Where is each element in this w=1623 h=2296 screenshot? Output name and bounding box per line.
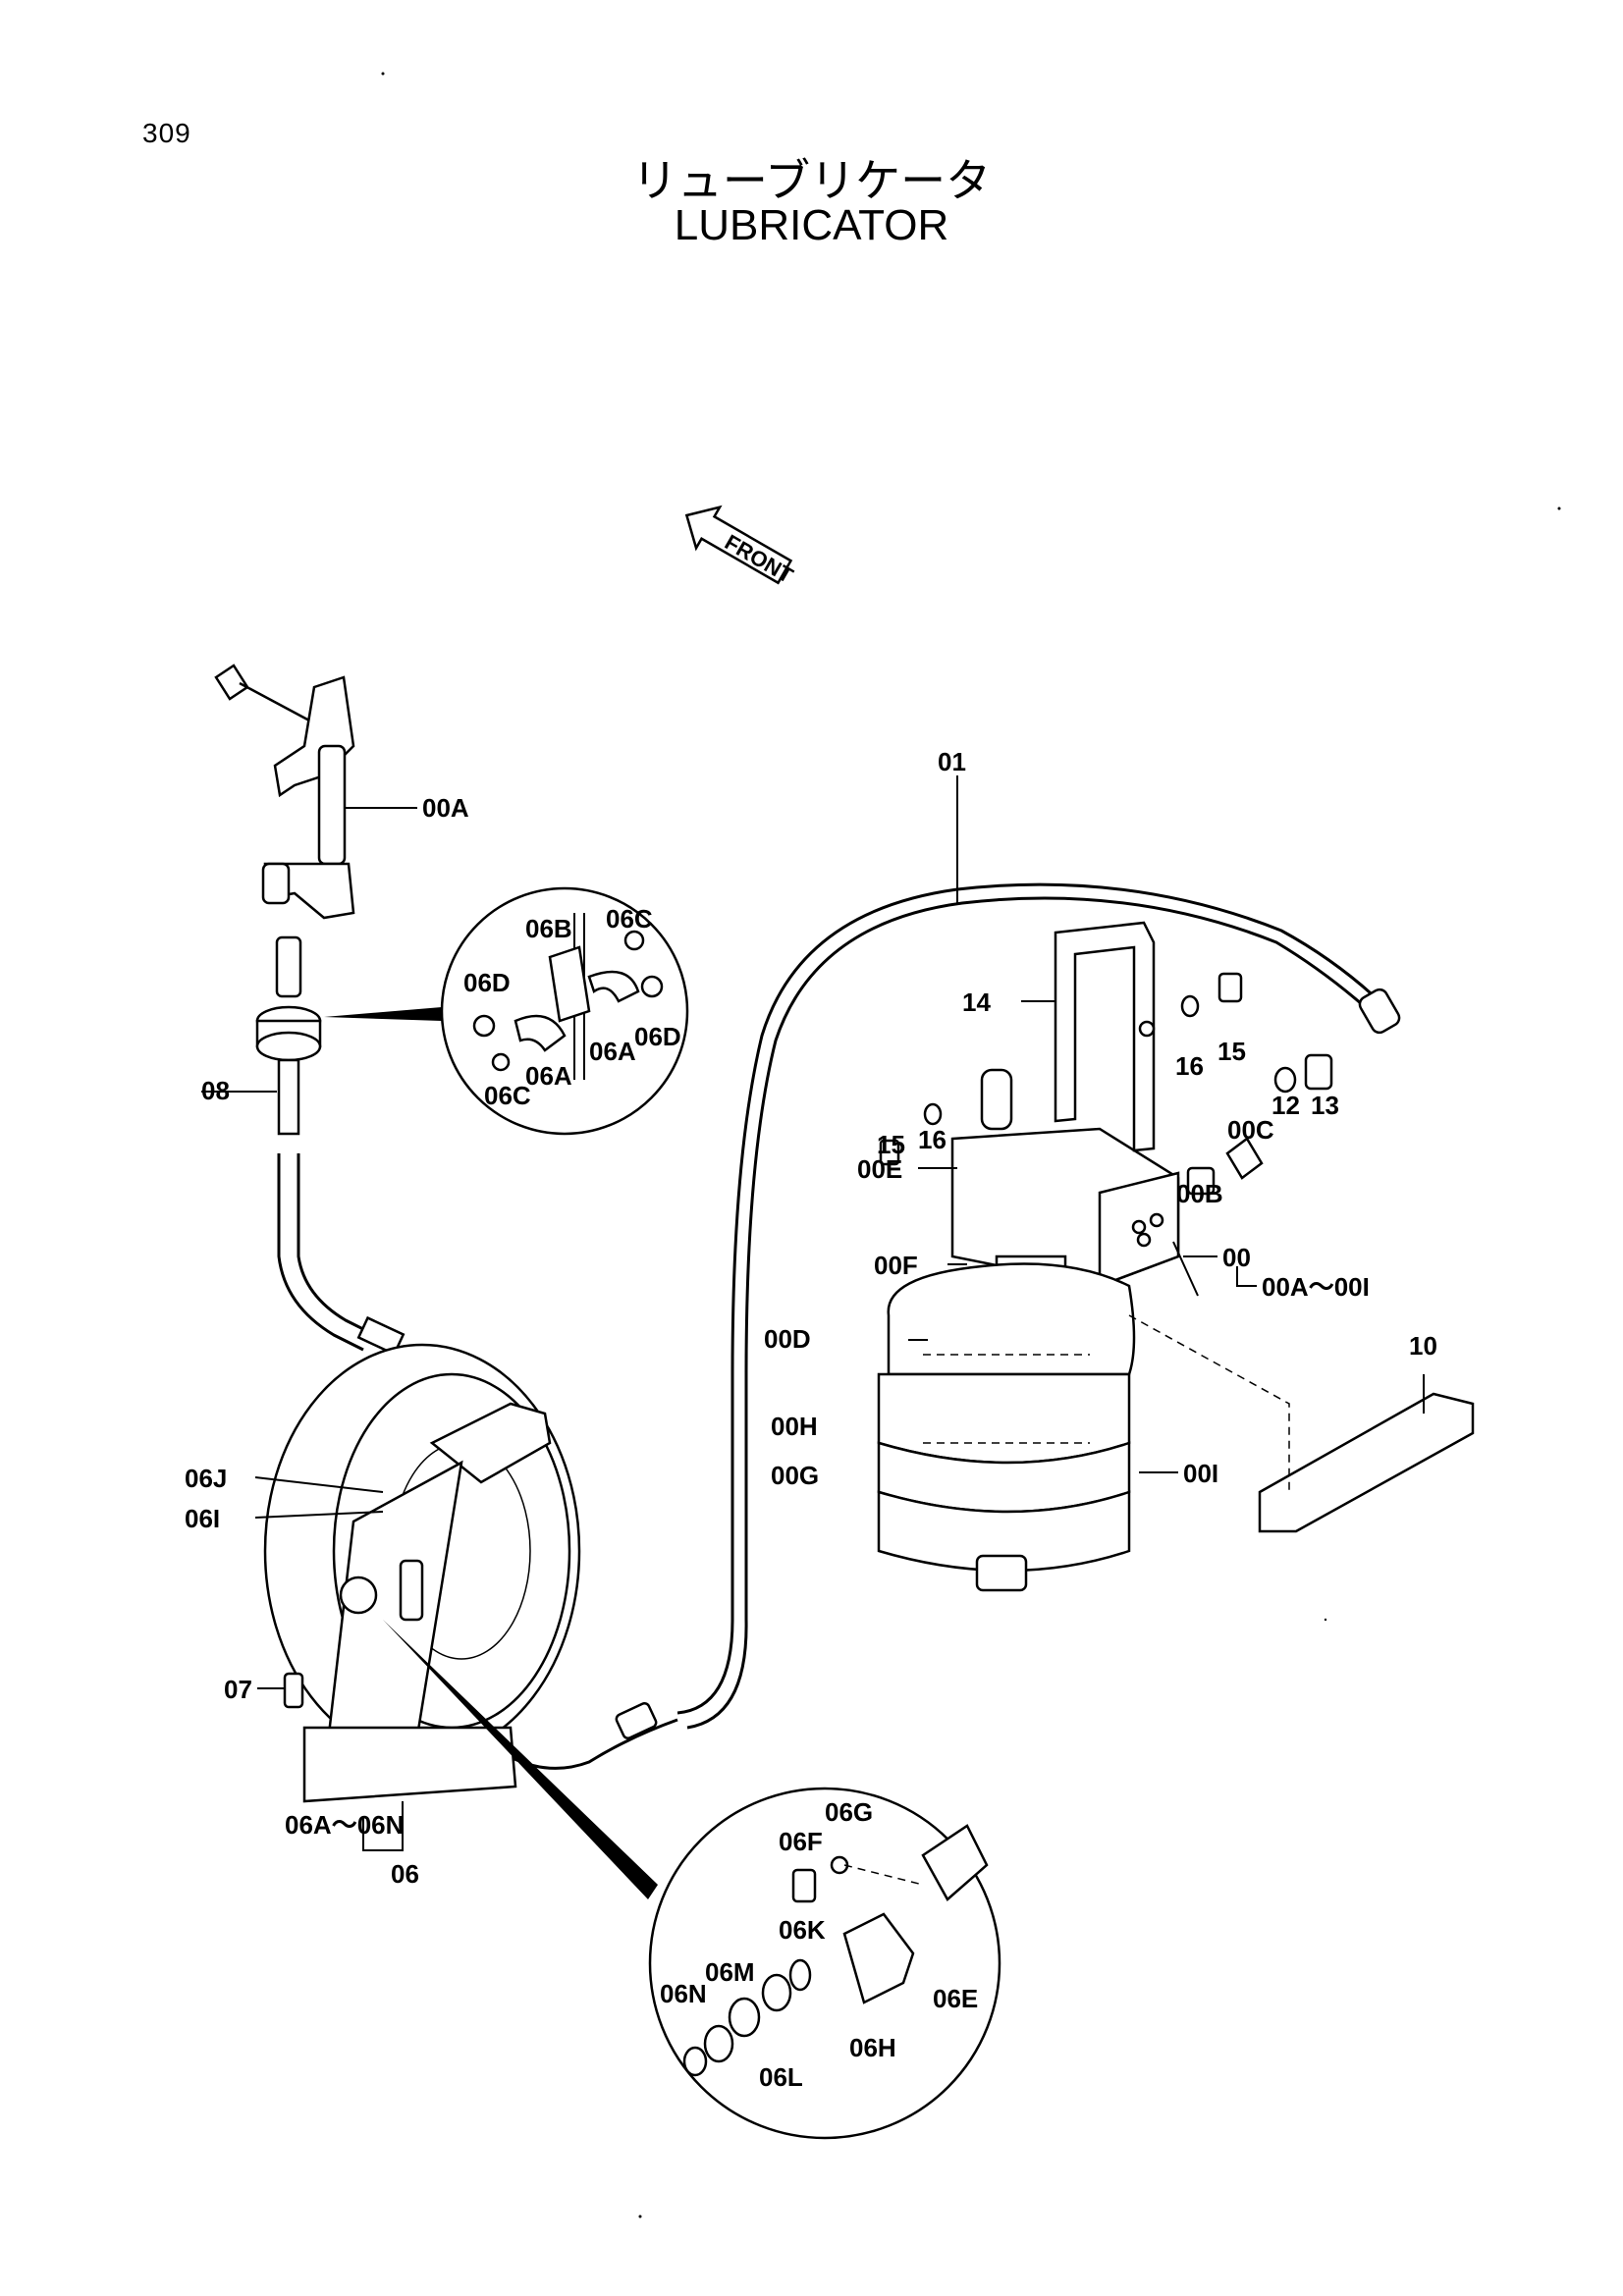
callout-00: 00 bbox=[1222, 1243, 1251, 1272]
hose-01 bbox=[686, 896, 1371, 1730]
callout-00B: 00B bbox=[1176, 1179, 1223, 1208]
callout-06F: 06F bbox=[779, 1827, 823, 1856]
callout-06N: 06N bbox=[660, 1979, 707, 2008]
lubricator-pump bbox=[877, 921, 1199, 1592]
callout-08: 08 bbox=[201, 1076, 230, 1105]
callout-00A-00I: 00A～00I bbox=[1262, 1272, 1370, 1302]
callout-15: 15 bbox=[1217, 1037, 1246, 1066]
callout-00F: 00F bbox=[874, 1251, 918, 1280]
callout-12: 12 bbox=[1271, 1091, 1300, 1120]
leader-lines bbox=[346, 807, 1257, 1473]
callout-00D: 00D bbox=[764, 1324, 811, 1354]
page-number: 309 bbox=[142, 118, 191, 148]
callout-00E: 00E bbox=[857, 1154, 902, 1184]
hose-08 bbox=[277, 1153, 376, 1352]
callout-06J: 06J bbox=[185, 1464, 227, 1493]
callout-06A-06N: 06A～06N bbox=[285, 1810, 404, 1840]
pump-fittings bbox=[879, 972, 1333, 1196]
callout-06A: 06A bbox=[589, 1037, 636, 1066]
front-arrow-icon: FRONT bbox=[684, 505, 798, 588]
callout-01: 01 bbox=[938, 747, 966, 776]
page-title-english: LUBRICATOR bbox=[674, 201, 949, 249]
hose-fitting-08 bbox=[201, 935, 322, 1136]
callout-16: 16 bbox=[1175, 1051, 1204, 1081]
callout-07: 07 bbox=[224, 1675, 252, 1704]
callout-00H: 00H bbox=[771, 1412, 818, 1441]
callout-06G: 06G bbox=[825, 1797, 873, 1827]
callout-06M: 06M bbox=[705, 1957, 755, 1987]
grease-gun bbox=[214, 664, 355, 920]
callout-06E: 06E bbox=[933, 1984, 978, 2013]
callout-06D: 06D bbox=[463, 968, 511, 997]
callout-10: 10 bbox=[1409, 1331, 1437, 1361]
callout-06: 06 bbox=[391, 1859, 419, 1889]
detail-circle-clamp bbox=[324, 886, 689, 1136]
hose-reel bbox=[254, 1343, 581, 1803]
callout-06B: 06B bbox=[525, 914, 572, 943]
callout-00I: 00I bbox=[1183, 1459, 1218, 1488]
callout-06I: 06I bbox=[185, 1504, 220, 1533]
bracket-10 bbox=[1128, 1314, 1475, 1533]
page-title-japanese: リューブリケータ bbox=[631, 154, 992, 207]
callout-00C: 00C bbox=[1227, 1115, 1274, 1145]
callout-14: 14 bbox=[962, 988, 991, 1017]
detail-circle-swivel bbox=[648, 1787, 1001, 2140]
callout-00G: 00G bbox=[771, 1461, 819, 1490]
callout-16: 16 bbox=[918, 1125, 947, 1154]
callout-06C: 06C bbox=[606, 904, 653, 934]
callout-06H: 06H bbox=[849, 2033, 896, 2062]
callout-15: 15 bbox=[877, 1130, 905, 1159]
callout-06C: 06C bbox=[484, 1081, 531, 1110]
callout-13: 13 bbox=[1311, 1091, 1339, 1120]
callout-06L: 06L bbox=[759, 2062, 803, 2092]
callout-00A: 00A bbox=[422, 793, 469, 823]
callout-06D: 06D bbox=[634, 1022, 681, 1051]
callout-06K: 06K bbox=[779, 1915, 826, 1945]
callout-06A: 06A bbox=[525, 1061, 572, 1091]
bolt-07 bbox=[257, 1672, 304, 1709]
